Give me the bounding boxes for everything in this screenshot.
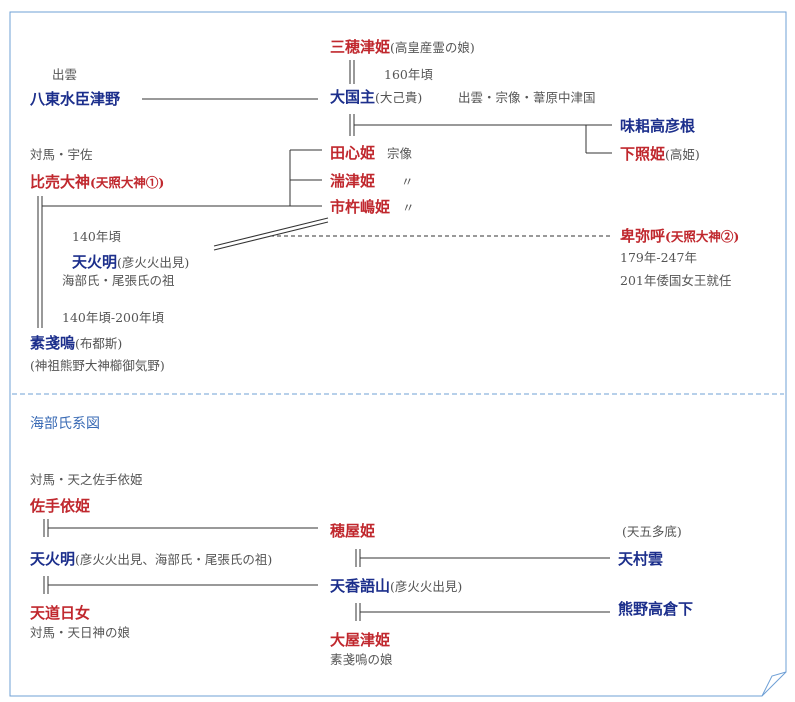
node-susanoo-note: (布都斯) [75, 336, 123, 351]
node-susanoo-name: 素戔嗚 [30, 334, 76, 352]
node-ajisuki: 味耜高彦根 [620, 117, 696, 135]
label-year-140: 140年頃 [72, 229, 121, 244]
node-tagori-name: 田心姫 [330, 144, 376, 162]
node-amenohoakari: 天火明(彦火火出見) [72, 253, 189, 272]
label-year-140-200: 140年頃-200年頃 [62, 310, 164, 325]
label-izumo: 出雲 [52, 67, 78, 82]
node-mihotsu: 三穂津姫(高皇産霊の娘) [330, 38, 475, 57]
node-shitateru-note: (高姫) [665, 147, 700, 162]
node-tagori: 田心姫宗像 [330, 144, 412, 163]
node-okuninushi-note: (大己貴) [375, 90, 423, 105]
node-shitateru: 下照姫(高姫) [620, 145, 700, 164]
label-himiko-queen: 201年倭国女王就任 [620, 273, 732, 288]
node-ichikishima-name: 市杵嶋姫 [330, 198, 391, 216]
node-oyatsu: 大屋津姫 [330, 631, 391, 649]
node-susanoo: 素戔嗚(布都斯) [30, 334, 122, 353]
node-yatsuka: 八東水臣津野 [30, 90, 121, 108]
node-ichikishima: 市杵嶋姫〃 [330, 198, 415, 217]
node-amenohoakari2-note: (彦火火出見、海部氏・尾張氏の祖) [75, 552, 273, 567]
node-amenohoakari-name: 天火明 [72, 253, 118, 271]
node-himiko: 卑弥呼(天照大神②) [620, 227, 739, 246]
line-ichikishima-amenohoakari-a [213, 217, 329, 247]
node-amenokagoyama-note: (彦火火出見) [390, 579, 463, 594]
label-amenogoto: (天五多底) [622, 524, 682, 539]
node-ichikishima-note: 〃 [402, 200, 415, 215]
node-tagori-note: 宗像 [387, 146, 413, 161]
node-himiko-note: (天照大神②) [665, 229, 740, 244]
label-susanoo-alias: (神祖熊野大神櫛御気野) [30, 358, 165, 373]
section-title: 海部氏系図 [30, 416, 100, 432]
label-okuninushi-region: 出雲・宗像・葦原中津国 [458, 90, 596, 105]
label-tsushima-sate: 対馬・天之佐手依姫 [30, 472, 143, 487]
node-shitateru-name: 下照姫 [620, 145, 666, 163]
label-amemichi-note: 対馬・天日神の娘 [30, 625, 131, 640]
node-kumano: 熊野高倉下 [618, 600, 694, 618]
node-hiko-name: 比売大神 [30, 173, 91, 191]
node-amenokagoyama-name: 天香語山 [330, 577, 391, 595]
node-hoya: 穂屋姫 [330, 522, 376, 540]
label-himiko-years: 179年-247年 [620, 250, 697, 265]
label-tsushima-usa: 対馬・宇佐 [30, 147, 93, 162]
node-tagitsu-note: 〃 [401, 174, 414, 189]
node-amenohoakari2: 天火明(彦火火出見、海部氏・尾張氏の祖) [30, 550, 272, 569]
label-oyatsu-note: 素戔嗚の娘 [330, 652, 393, 667]
node-tagitsu: 湍津姫 〃 [330, 172, 414, 191]
node-mihotsu-note: (高皇産霊の娘) [390, 40, 475, 55]
node-okuninushi: 大国主(大己貴) [330, 88, 422, 107]
node-amenohoakari2-name: 天火明 [30, 550, 76, 568]
node-amenokagoyama: 天香語山(彦火火出見) [330, 577, 462, 596]
node-himiko-name: 卑弥呼 [620, 227, 666, 245]
node-amenohoakari-note: (彦火火出見) [117, 255, 190, 270]
page-border [9, 11, 787, 697]
node-amemichi: 天道日女 [30, 604, 91, 622]
page-curl [761, 671, 787, 697]
label-ancestor: 海部氏・尾張氏の祖 [62, 273, 175, 288]
node-hiko: 比売大神(天照大神①) [30, 173, 164, 192]
node-mihotsu-name: 三穂津姫 [330, 38, 391, 56]
node-okuninushi-name: 大国主 [330, 88, 376, 106]
label-year-160: 160年頃 [384, 67, 433, 82]
node-sateyori: 佐手依姫 [30, 497, 91, 515]
node-hiko-note: (天照大神①) [90, 175, 165, 190]
node-amemurakumo: 天村雲 [618, 550, 664, 568]
node-tagitsu-name: 湍津姫 [330, 172, 376, 190]
